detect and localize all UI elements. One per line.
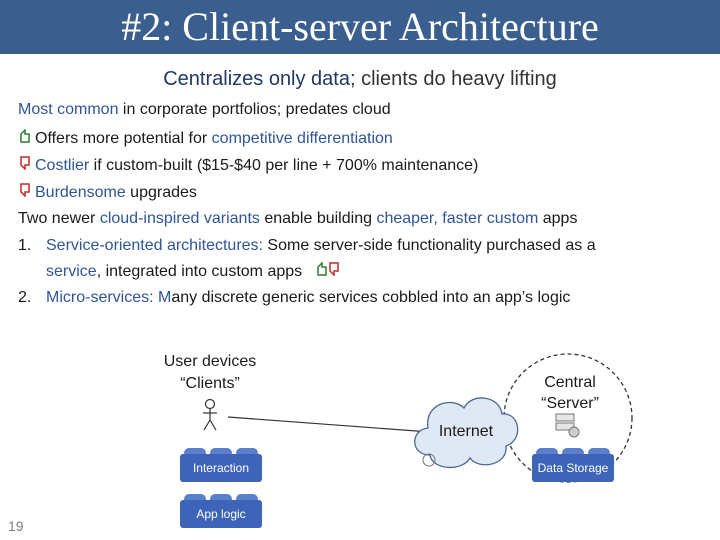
clients-label: “Clients” [180, 375, 240, 392]
server-label: “Server” [541, 395, 599, 412]
list-item-2-highlight: Micro-services: M [46, 289, 172, 306]
slide-subtitle: Centralizes only data; clients do heavy … [0, 68, 720, 91]
line5-text-a: Two newer [18, 210, 100, 227]
data-storage-brick [532, 448, 614, 482]
list-item-2-text: any discrete generic services cobbled in… [171, 289, 571, 306]
central-label: Central [544, 374, 596, 391]
title-bar [0, 0, 720, 54]
line4-highlight: Burdensome [35, 184, 126, 201]
line5-highlight-b: cheaper, faster custom [376, 210, 539, 227]
line3-highlight: Costlier [35, 157, 90, 174]
user-devices-label: User devices [163, 353, 257, 370]
line2-text: Offers more potential for [35, 130, 212, 147]
line5-text-c: apps [538, 210, 578, 227]
globe-icon [422, 453, 436, 467]
interaction-brick [180, 448, 262, 482]
slide-title: #2: Client-server Architecture [121, 4, 599, 49]
list-item-1-text-b: , integrated into custom apps [96, 263, 303, 280]
line2-highlight: competitive differentiation [211, 130, 393, 147]
subtitle-part2: ; clients do heavy lifting [350, 68, 557, 90]
interaction-label: Interaction [192, 461, 250, 475]
internet-label: Internet [438, 423, 494, 440]
server-icon [555, 413, 580, 438]
list-item-1: Service-oriented architectures: Some ser… [46, 237, 596, 255]
thumbs-up-icon [316, 261, 328, 280]
line1-highlight: Most common [18, 101, 119, 118]
list-item-1-cont: service, integrated into custom apps [46, 261, 340, 281]
user-figure-icon [203, 398, 217, 431]
line4-text: upgrades [125, 184, 197, 201]
thumbs-up-icon [18, 128, 31, 148]
slide-number: 19 [8, 518, 24, 534]
text-line-4: Burdensome upgrades [18, 183, 197, 202]
text-line-2: Offers more potential for competitive di… [18, 128, 393, 148]
list-item-1-highlight: Service-oriented architectures: [46, 237, 263, 254]
text-line-5: Two newer cloud-inspired variants enable… [18, 210, 577, 228]
thumbs-down-icon [328, 262, 340, 280]
thumbs-down-icon [18, 156, 31, 175]
line3-text: if custom-built ($15-$40 per line + 700%… [89, 157, 479, 174]
list-number-2: 2. [18, 289, 32, 306]
list-number-1: 1. [18, 237, 32, 254]
list-item-1-highlight-b: service [46, 263, 97, 280]
list-item-1-text: Some server-side functionality purchased… [262, 237, 596, 254]
thumbs-down-icon [18, 183, 31, 202]
text-line-1: Most common in corporate portfolios; pre… [18, 101, 391, 119]
internet-cloud-icon [414, 397, 519, 469]
line5-highlight-a: cloud-inspired variants [99, 210, 260, 227]
app-logic-label: App logic [196, 507, 246, 521]
client-link-line [227, 416, 431, 433]
subtitle-part1: Centralizes only data [163, 68, 350, 90]
line1-text: in corporate portfolios; predates cloud [118, 101, 391, 118]
app-logic-brick [180, 494, 262, 528]
text-line-3: Costlier if custom-built ($15-$40 per li… [18, 156, 478, 175]
line5-text-b: enable building [259, 210, 377, 227]
list-item-2: Micro-services: Many discrete generic se… [46, 289, 570, 307]
data-storage-label: Data Storage [537, 461, 609, 475]
